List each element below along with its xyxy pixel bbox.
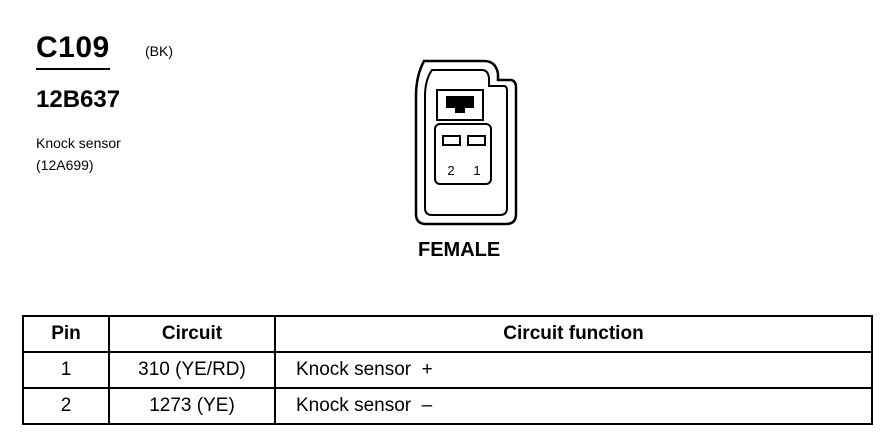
locking-tab-latch [446,96,474,113]
table-header-row: Pin Circuit Circuit function [22,315,873,353]
locking-tab [436,89,484,121]
header-circuit: Circuit [108,315,276,353]
table-row: 1 310 (YE/RD) Knock sensor + [22,351,873,389]
cavity-2 [442,135,461,146]
cavity-label-1: 1 [473,163,480,178]
component-name: Knock sensor [36,135,121,151]
terminal-block [434,123,492,185]
part-number: 12B637 [36,86,121,113]
circuit-function-cell: Knock sensor + [274,351,873,389]
circuit-cell: 1273 (YE) [108,387,276,425]
header-pin: Pin [22,315,110,353]
connector-face-diagram: 2 1 [414,59,518,226]
connector-id: C109 [36,30,110,70]
pin-cell: 2 [22,387,110,425]
circuit-function-cell: Knock sensor – [274,387,873,425]
table-row: 2 1273 (YE) Knock sensor – [22,387,873,425]
circuit-cell: 310 (YE/RD) [108,351,276,389]
cavity-1 [467,135,486,146]
component-number: (12A699) [36,157,94,173]
gender-label: FEMALE [418,239,501,261]
connector-inner-housing [424,69,508,216]
cavity-label-2: 2 [447,163,454,178]
connector-outer-housing [414,59,518,226]
color-code: (BK) [145,43,173,59]
header-circuit-function: Circuit function [274,315,873,353]
pin-cell: 1 [22,351,110,389]
pin-table: Pin Circuit Circuit function 1 310 (YE/R… [22,315,873,425]
